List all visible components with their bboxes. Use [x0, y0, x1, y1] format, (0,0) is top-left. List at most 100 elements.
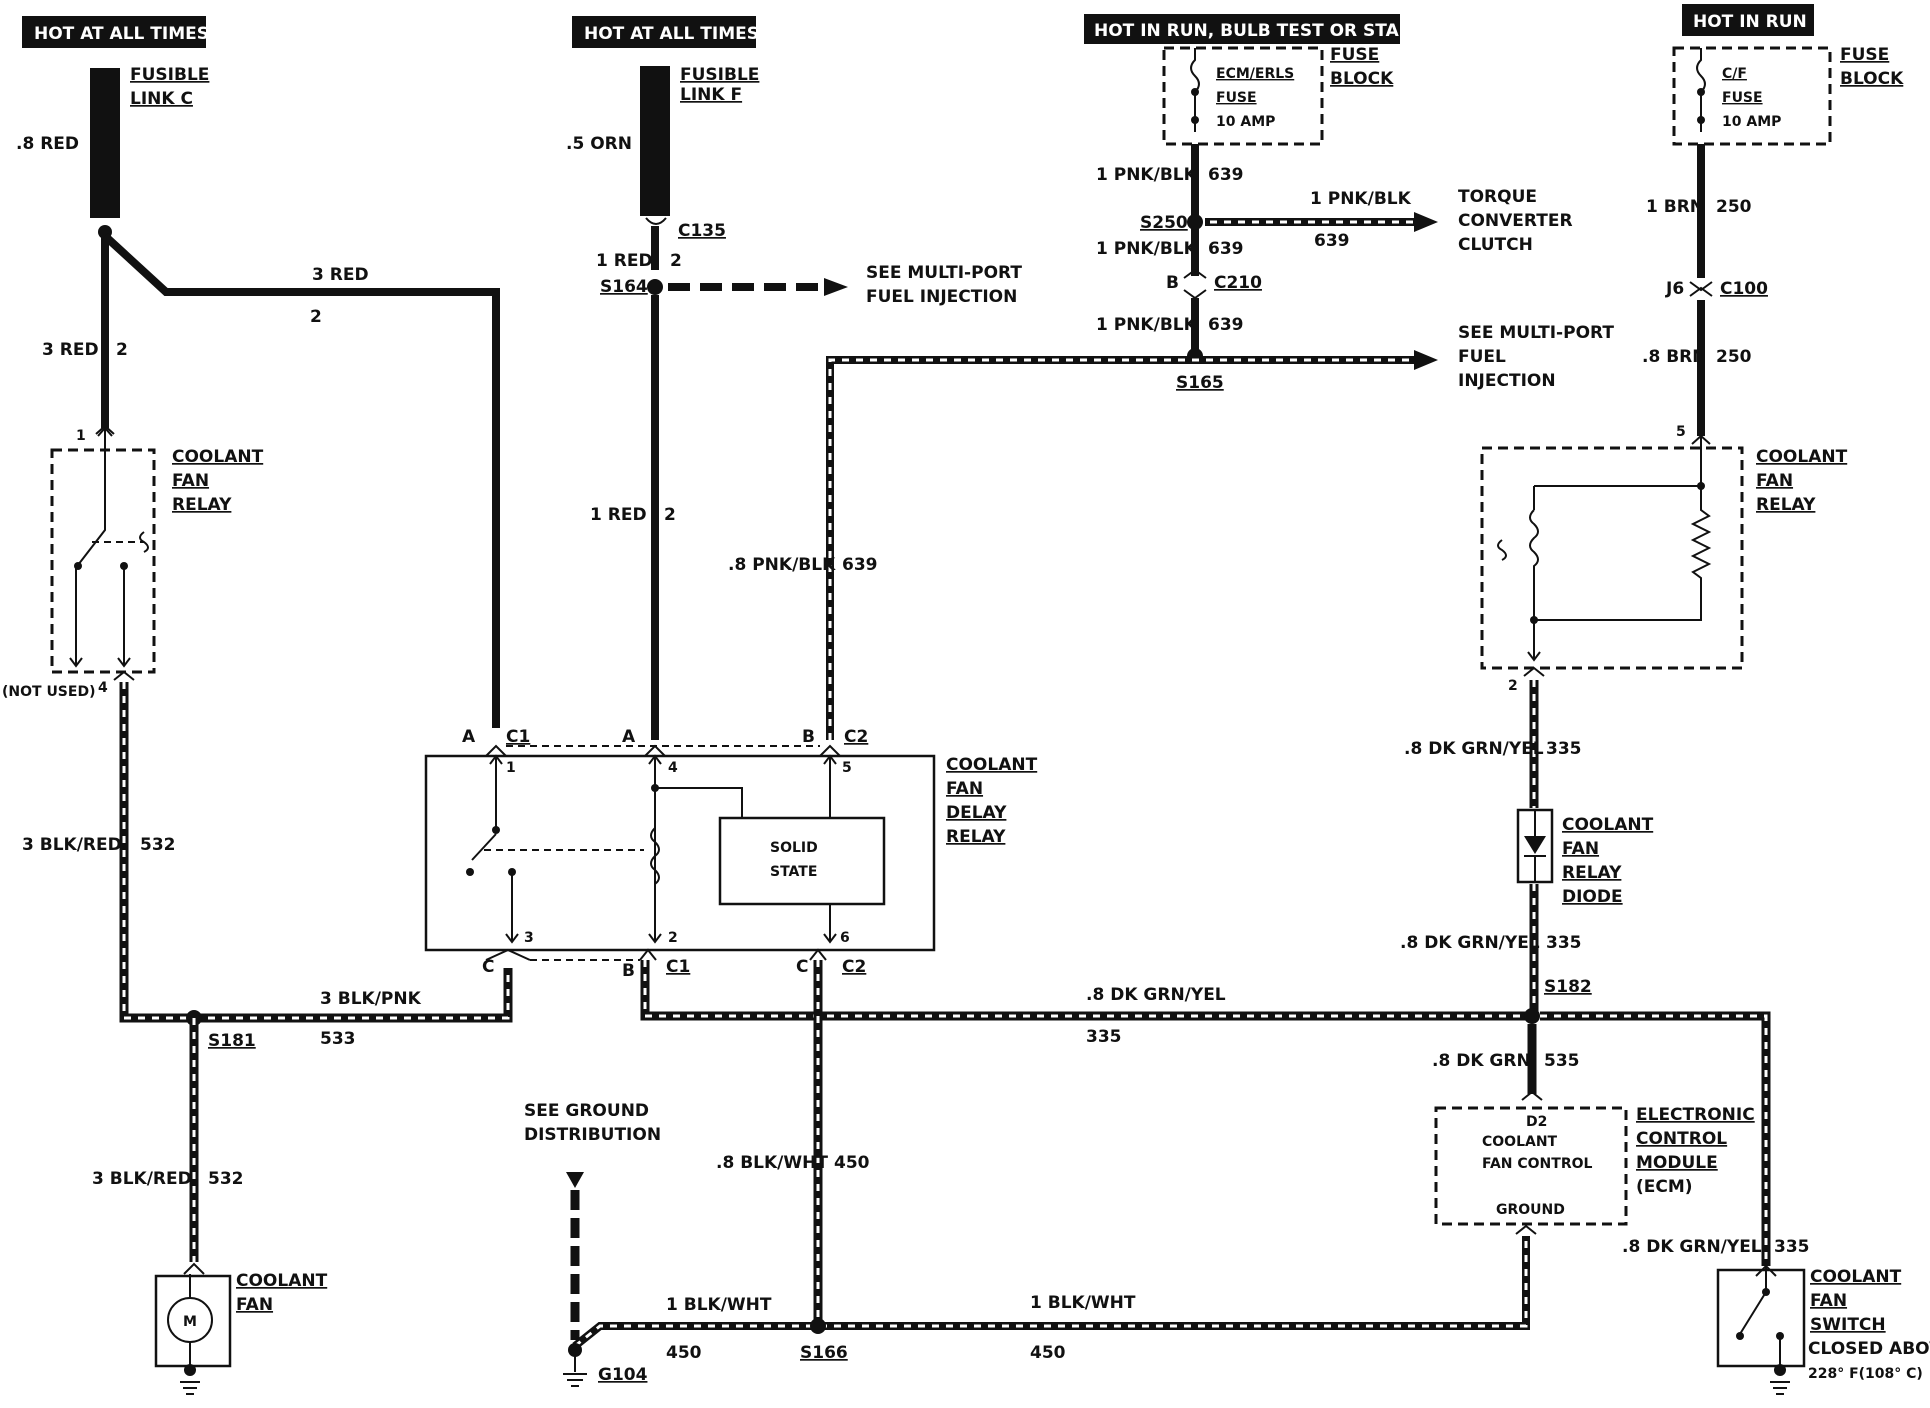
solid-state-module [718, 816, 886, 906]
wire-number: 639 [1208, 165, 1244, 185]
wire-label: 1 BLK/WHT [1030, 1293, 1136, 1313]
terminal-arrow [1521, 1090, 1543, 1101]
coolant-fan-relay-right: COOLANT FAN RELAY 5 2 [1480, 424, 1848, 694]
module-label: COOLANT [1482, 1134, 1558, 1150]
wire-label: 1 RED [590, 505, 647, 525]
wire-label: 1 BRN [1646, 197, 1704, 217]
connector-label: C135 [678, 221, 726, 241]
header-hot-all-times-left: HOT AT ALL TIMES [22, 16, 209, 48]
fuse-label: FUSE [1216, 90, 1257, 106]
coolant-fan-delay-relay: SOLID STATE COOLANT FAN DELAY RELAY A C1… [424, 727, 1038, 981]
wire-label: 1 BLK/WHT [666, 1295, 772, 1315]
header-label: HOT AT ALL TIMES [584, 24, 759, 44]
pin-label: B [802, 727, 815, 747]
component-label: COOLANT [946, 755, 1038, 775]
connector-label: C210 [1214, 273, 1262, 293]
fuse-block-label: BLOCK [1840, 69, 1904, 89]
wire-label: 1 RED [596, 251, 653, 271]
wire-label: 3 RED [42, 340, 99, 360]
module-label: STATE [770, 864, 817, 880]
component-label: SWITCH [1810, 1315, 1886, 1335]
not-used-label: (NOT USED) [2, 684, 95, 700]
cf-fuse-block: C/F FUSE 10 AMP FUSE BLOCK [1672, 45, 1904, 146]
connector-label: C100 [1720, 279, 1768, 299]
component-label: FAN [172, 471, 209, 491]
wire-label: 1 PNK/BLK [1096, 239, 1198, 259]
connector-label: C2 [844, 727, 868, 747]
wire-label: .8 RED [16, 134, 79, 154]
splice-s166 [810, 1318, 826, 1334]
pin-label: 6 [840, 930, 850, 946]
pin-label: D2 [1526, 1114, 1547, 1130]
wire-label: .8 PNK/BLK [728, 555, 836, 575]
fuse-label: FUSE [1722, 90, 1763, 106]
reference-label: SEE MULTI-PORT [866, 263, 1022, 283]
component-label: COOLANT [1756, 447, 1848, 467]
electronic-control-module: D2 COOLANT FAN CONTROL GROUND ELECTRONIC… [1434, 1105, 1755, 1235]
pin-label: B [622, 961, 635, 981]
header-hot-in-run: HOT IN RUN [1682, 4, 1814, 36]
header-label: HOT IN RUN, BULB TEST OR START [1094, 21, 1423, 41]
header-hot-run-bulb-start: HOT IN RUN, BULB TEST OR START [1084, 14, 1423, 44]
component-label: 228° F(108° C) [1808, 1366, 1923, 1382]
wire-number: 335 [1086, 1027, 1122, 1047]
wire-label: 3 RED [312, 265, 369, 285]
reference-label: FUEL INJECTION [866, 287, 1017, 307]
pin-label: 1 [76, 428, 86, 444]
pin-label: 5 [842, 760, 852, 776]
component-label: FAN [946, 779, 983, 799]
fuse-block-label: BLOCK [1330, 69, 1394, 89]
reference-label: TORQUE [1458, 187, 1537, 207]
pin-label: C [796, 957, 808, 977]
reference-label: CONVERTER [1458, 211, 1573, 231]
pin-label: 1 [506, 760, 516, 776]
reference-label: INJECTION [1458, 371, 1556, 391]
wire-label: .8 DK GRN [1432, 1051, 1531, 1071]
pin-label: 2 [1508, 678, 1518, 694]
pin-label: 2 [668, 930, 678, 946]
header-label: HOT IN RUN [1693, 12, 1807, 32]
motor-symbol: M [183, 1314, 197, 1330]
wire-stripe [828, 358, 1414, 740]
wire-stripe [122, 682, 510, 1020]
module-label: FAN CONTROL [1482, 1156, 1593, 1172]
wire-number: 2 [310, 307, 322, 327]
component-label: CLOSED ABOVE [1808, 1339, 1930, 1359]
connector-label: C1 [506, 727, 530, 747]
wire-label: 3 BLK/PNK [320, 989, 422, 1009]
ground-icon [180, 1381, 200, 1395]
ground-g104 [568, 1343, 582, 1357]
wire-number: 535 [1544, 1051, 1580, 1071]
wire-number: 250 [1716, 347, 1752, 367]
component-label: RELAY [946, 827, 1006, 847]
arrow-icon [1414, 212, 1438, 232]
fusible-link-c: FUSIBLE LINK C [90, 65, 209, 218]
wire-label: 3 BLK/RED [92, 1169, 192, 1189]
wire-label: 1 PNK/BLK [1096, 165, 1198, 185]
wire-number: 335 [1546, 739, 1582, 759]
wire-number: 639 [842, 555, 878, 575]
splice-s164 [647, 279, 663, 295]
pin-label: 4 [98, 680, 108, 696]
wire-label: .8 DK GRN/YEL [1400, 933, 1540, 953]
wire-number: 335 [1546, 933, 1582, 953]
reference-label: SEE MULTI-PORT [1458, 323, 1614, 343]
component-label: ELECTRONIC [1636, 1105, 1755, 1125]
wire-number: 450 [834, 1153, 870, 1173]
wire-label: .5 ORN [566, 134, 632, 154]
reference-label: FUEL [1458, 347, 1506, 367]
reference-label: CLUTCH [1458, 235, 1533, 255]
pin-label: 3 [524, 930, 534, 946]
connector-label: S181 [208, 1031, 256, 1051]
reference-label: SEE GROUND [524, 1101, 649, 1121]
fuse-rating: 10 AMP [1216, 114, 1275, 130]
connector-c100 [1689, 281, 1713, 297]
wire-number: 450 [1030, 1343, 1066, 1363]
pin-label: C [482, 957, 494, 977]
ecm-erls-fuse-block: ECM/ERLS FUSE 10 AMP FUSE BLOCK [1162, 45, 1394, 146]
header-label: HOT AT ALL TIMES [34, 24, 209, 44]
reference-label: DISTRIBUTION [524, 1125, 661, 1145]
component-label: RELAY [1562, 863, 1622, 883]
ground-icon [563, 1356, 587, 1387]
